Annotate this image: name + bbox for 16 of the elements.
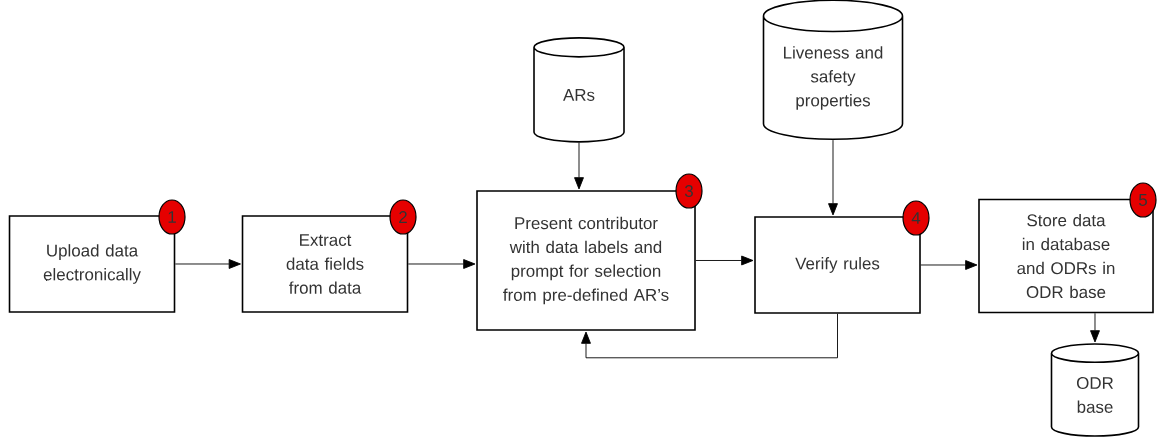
arrow xyxy=(407,259,476,269)
step-number-badge: 5 xyxy=(1129,182,1157,218)
database-cylinder: ARs xyxy=(533,37,625,143)
arrow xyxy=(695,255,754,266)
arrow xyxy=(581,313,838,359)
step-number-badge: 3 xyxy=(675,173,703,209)
step-number-badge: 2 xyxy=(389,199,417,235)
arrow xyxy=(828,139,838,216)
database-cylinder: ODR base xyxy=(1050,343,1140,437)
step-number-badge: 1 xyxy=(158,199,186,235)
arrow xyxy=(920,260,978,270)
arrow xyxy=(1090,312,1100,343)
arrow xyxy=(174,259,241,269)
step-number-badge: 4 xyxy=(902,200,930,236)
database-cylinder: Liveness and safety properties xyxy=(762,0,904,141)
arrow xyxy=(574,142,584,190)
